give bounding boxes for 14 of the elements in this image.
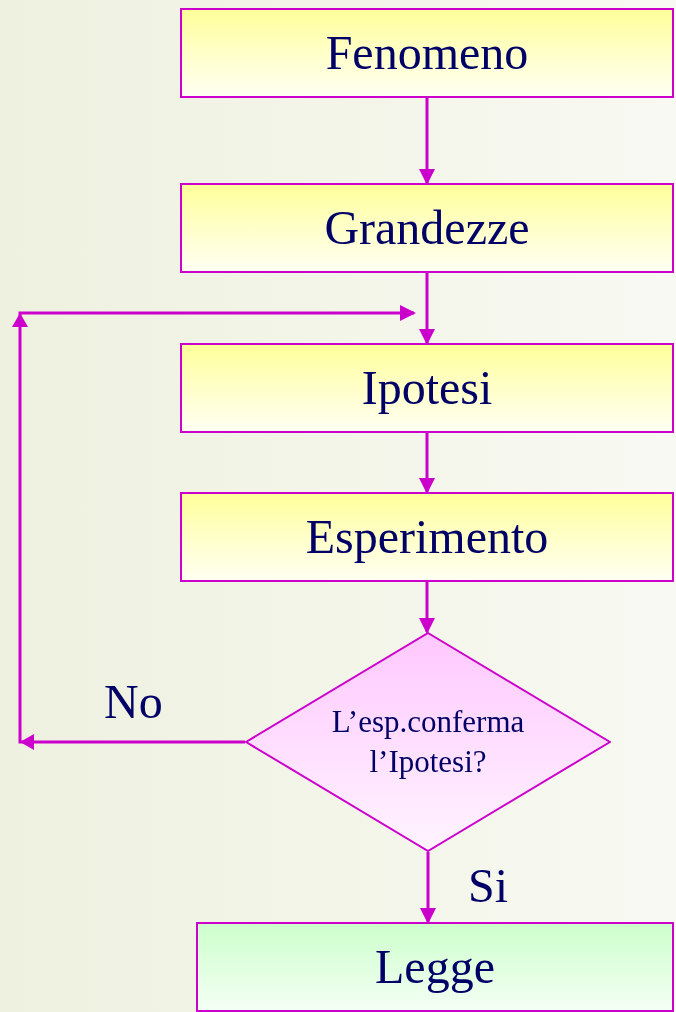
node-label: Fenomeno: [325, 29, 529, 77]
edge-label: No: [104, 678, 163, 726]
node-label: Esperimento: [305, 513, 549, 561]
process-box: [180, 8, 674, 98]
edge-label: Si: [468, 862, 509, 910]
node-label: Grandezze: [324, 204, 530, 252]
node-label: Ipotesi: [361, 364, 493, 412]
decision-diamond: [245, 632, 611, 852]
process-box: [196, 922, 674, 1012]
process-box: [180, 343, 674, 433]
process-box: [180, 492, 674, 582]
process-box: [180, 183, 674, 273]
node-label: L’esp.conferma l’Ipotesi?: [330, 702, 526, 781]
node-label: Legge: [375, 943, 495, 991]
